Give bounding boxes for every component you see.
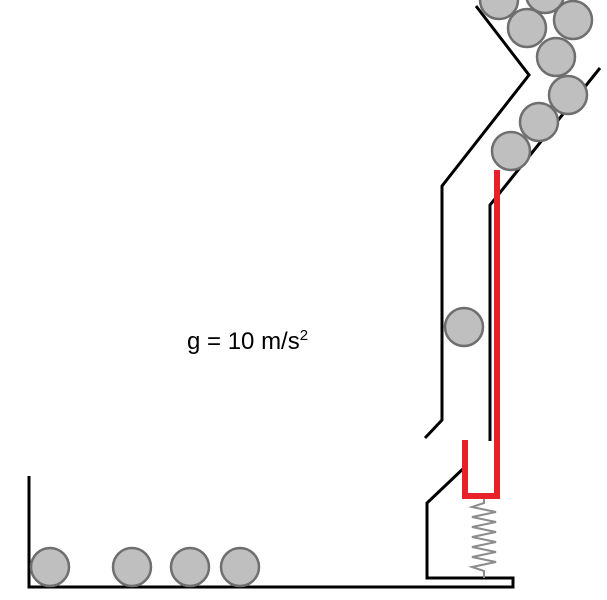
ball — [29, 546, 71, 588]
ball — [490, 130, 532, 172]
ball — [535, 36, 577, 78]
ball — [552, 0, 594, 41]
gravity-text: g = 10 m/s — [187, 328, 300, 355]
gravity-label: g = 10 m/s2 — [187, 328, 308, 356]
ball — [478, 0, 520, 21]
ball — [518, 101, 560, 143]
ball — [547, 74, 589, 116]
ball — [506, 7, 548, 49]
ball — [219, 546, 261, 588]
ball — [169, 546, 211, 588]
track-walls — [27, 5, 602, 589]
ball — [525, 0, 565, 15]
spring — [468, 497, 497, 578]
ball — [111, 546, 153, 588]
ball — [443, 306, 485, 348]
gravity-exponent: 2 — [299, 327, 309, 344]
chute-outer-wall — [423, 5, 531, 440]
floor-bin-wall — [27, 464, 515, 589]
balls — [29, 0, 594, 588]
release-lever — [462, 170, 500, 499]
